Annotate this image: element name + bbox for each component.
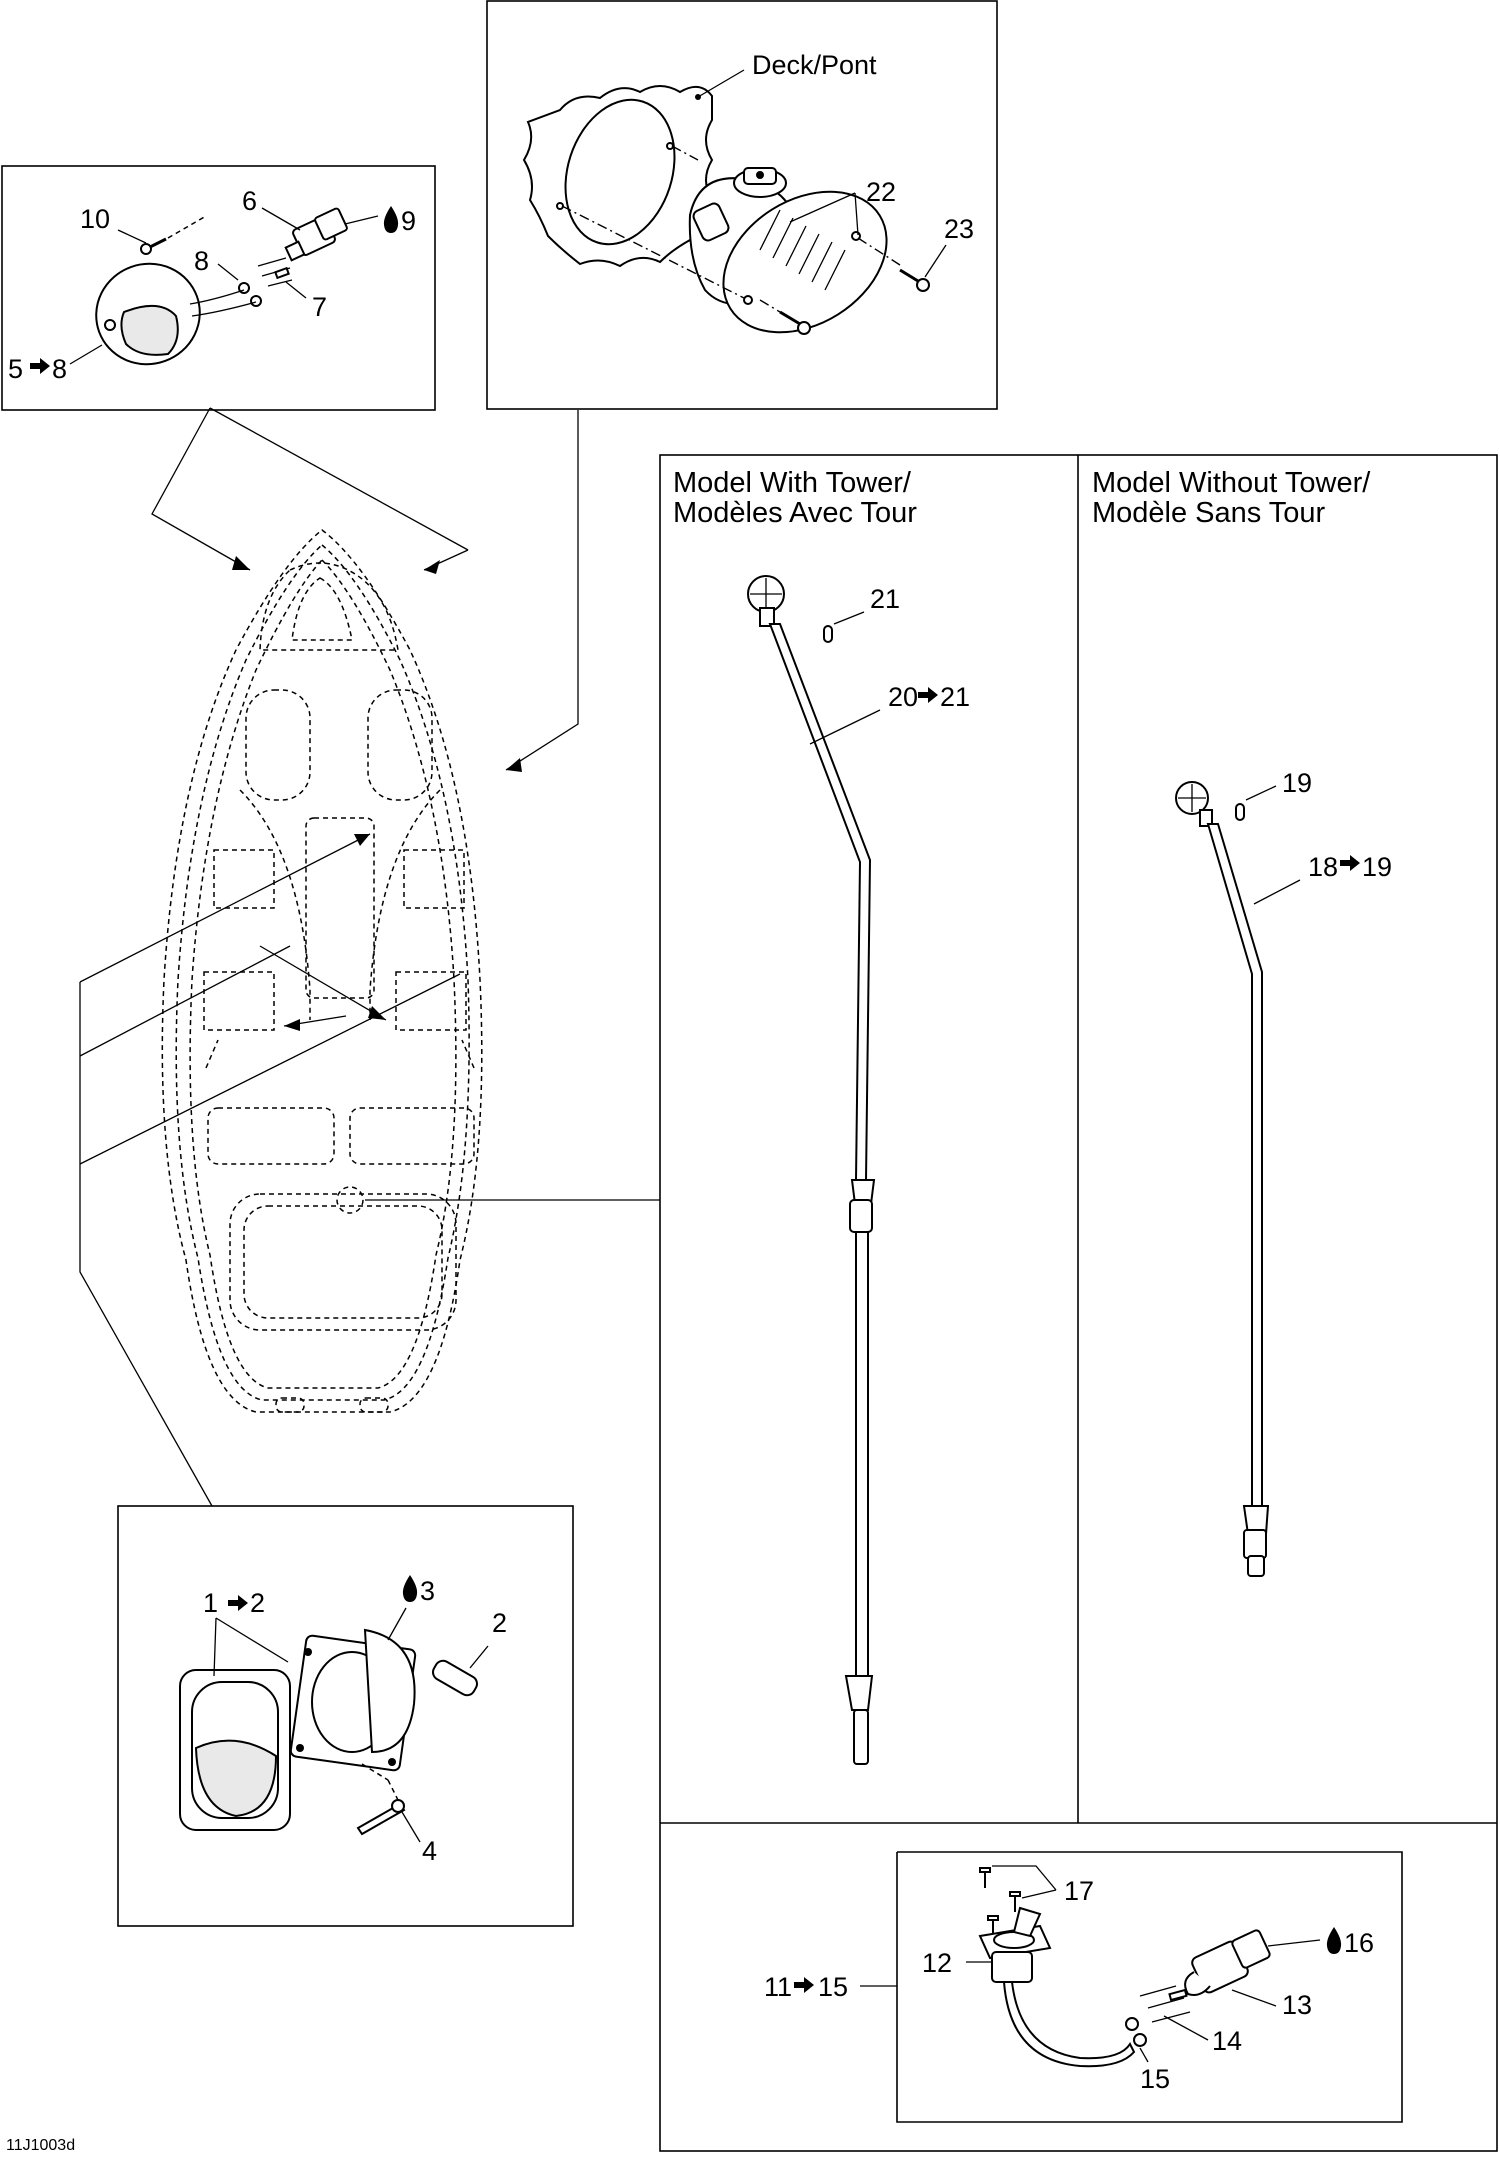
seal-8 — [238, 282, 262, 307]
terminals-14 — [1139, 1985, 1191, 2023]
label-14: 14 — [1212, 2026, 1242, 2056]
bulb-21 — [823, 625, 833, 643]
rivet-4 — [356, 1799, 406, 1836]
socket-box — [896, 1851, 1403, 2123]
arrow-right-icon-5 — [30, 358, 50, 374]
label-1-2-a: 1 — [203, 1588, 218, 1618]
label-19: 19 — [1282, 768, 1312, 798]
socket-12 — [978, 1906, 1136, 2068]
screw-horn-bottom — [779, 310, 811, 335]
lens-1 — [179, 1669, 291, 1831]
label-17: 17 — [1064, 1876, 1094, 1906]
label-10: 10 — [80, 204, 110, 234]
courtesy-light — [95, 262, 257, 366]
label-18-19-b: 19 — [1362, 852, 1392, 882]
navigation-light-without-tower — [1175, 781, 1270, 1577]
label-7: 7 — [312, 292, 327, 322]
arrow-right-icon-11 — [794, 1977, 814, 1993]
label-18-19-a: 18 — [1308, 852, 1338, 882]
boat-outline — [161, 529, 483, 1413]
navigation-light-with-tower — [747, 575, 876, 1765]
label-4: 4 — [422, 1836, 437, 1866]
label-deck: Deck/Pont — [752, 50, 877, 80]
label-23: 23 — [944, 214, 974, 244]
label-9: 9 — [401, 206, 416, 236]
label-20-21-b: 21 — [940, 682, 970, 712]
bulb-2 — [432, 1659, 478, 1697]
label-16: 16 — [1344, 1928, 1374, 1958]
courtesy-light-box — [1, 165, 436, 411]
connector-6 — [284, 207, 348, 262]
arrow-right-icon-1 — [228, 1595, 248, 1611]
terminals-7 — [257, 257, 293, 287]
arrow-right-icon-18 — [1340, 855, 1360, 871]
droplet-icon-9 — [383, 206, 399, 233]
light-housing-3 — [289, 1628, 417, 1772]
droplet-icon-16 — [1326, 1927, 1342, 1954]
seal-15 — [1125, 2017, 1147, 2047]
label-8: 8 — [194, 246, 209, 276]
label-11-15-a: 11 — [764, 1972, 792, 2002]
label-1-2-b: 2 — [250, 1588, 265, 1618]
label-13: 13 — [1282, 1990, 1312, 2020]
label-12: 12 — [922, 1948, 952, 1978]
drawing-code: 11J1003d — [6, 2137, 75, 2154]
bulb-19 — [1235, 803, 1245, 821]
label-5-8-a: 5 — [8, 354, 23, 384]
horn — [688, 167, 888, 334]
label-15: 15 — [1140, 2064, 1170, 2094]
deck-panel — [522, 85, 714, 268]
label-20-21-a: 20 — [888, 682, 918, 712]
label-2: 2 — [492, 1608, 507, 1638]
label-11-15-b: 15 — [818, 1972, 848, 2002]
droplet-icon-3 — [402, 1575, 418, 1602]
horn-box — [486, 0, 998, 410]
label-5-8-b: 8 — [52, 354, 67, 384]
screws-17 — [979, 1867, 1021, 1936]
label-22: 22 — [866, 177, 896, 207]
label-3: 3 — [420, 1576, 435, 1606]
screw-10 — [140, 237, 167, 255]
header-with-tower-line1: Model With Tower/ — [673, 467, 912, 499]
label-6: 6 — [242, 186, 257, 216]
header-without-tower-line1: Model Without Tower/ — [1092, 467, 1371, 499]
header-without-tower-line2: Modèle Sans Tour — [1092, 497, 1326, 529]
arrow-right-icon-20 — [918, 687, 938, 703]
screw-23 — [899, 268, 930, 292]
connector-13 — [1184, 1929, 1271, 1996]
livewell-light-box — [117, 1505, 574, 1927]
header-with-tower-line2: Modèles Avec Tour — [673, 497, 917, 529]
label-21: 21 — [870, 584, 900, 614]
